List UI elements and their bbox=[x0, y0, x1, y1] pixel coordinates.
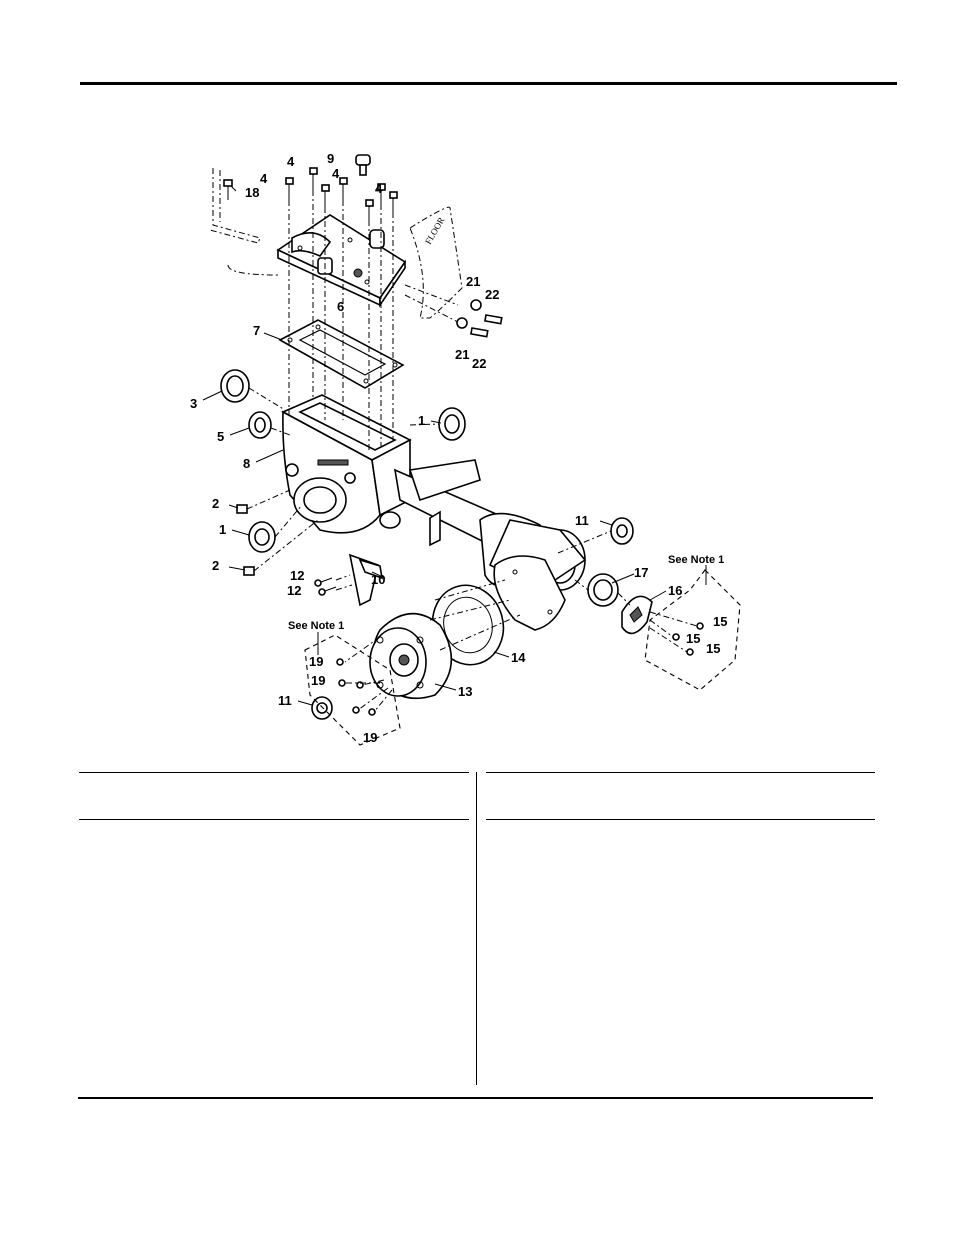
callout-2: 2 bbox=[212, 558, 219, 573]
callout-11: 11 bbox=[575, 513, 589, 528]
callout-4: 4 bbox=[287, 154, 295, 169]
callout-12: 12 bbox=[287, 583, 301, 598]
table-top-rule-left bbox=[79, 772, 469, 773]
see-note-left: See Note 1 bbox=[288, 620, 344, 632]
ring-17 bbox=[587, 573, 619, 607]
bolt-2-a bbox=[236, 504, 248, 514]
exploded-parts-diagram: FLOOR bbox=[190, 151, 741, 746]
callout-16: 16 bbox=[668, 583, 682, 598]
callout-21: 21 bbox=[455, 347, 469, 362]
bolt-21-22-b bbox=[456, 317, 489, 338]
callout-1: 1 bbox=[219, 522, 226, 537]
bolt-12-a bbox=[314, 577, 333, 587]
bolt-18 bbox=[223, 179, 233, 200]
bearing-1-upper bbox=[438, 407, 466, 441]
group-box-right bbox=[644, 569, 741, 691]
cover-13 bbox=[369, 612, 453, 700]
callout-22: 22 bbox=[472, 356, 486, 371]
bracket-10 bbox=[348, 553, 384, 607]
footer-rule bbox=[78, 1097, 873, 1099]
gasket-14 bbox=[431, 584, 505, 666]
bolt-12-b bbox=[318, 586, 337, 596]
bracket-outline bbox=[209, 168, 279, 276]
bolt-19-a bbox=[336, 658, 344, 666]
callout-4: 4 bbox=[260, 171, 268, 186]
callout-labels: 3 5 8 2 1 2 1 7 6 9 4 4 4 4 18 21 22 21 … bbox=[190, 151, 727, 745]
flange-16 bbox=[621, 595, 653, 635]
table-divider bbox=[476, 772, 477, 1085]
right-column-header bbox=[487, 780, 875, 810]
bolt-4-a bbox=[285, 177, 294, 200]
table-header-rule-left bbox=[79, 819, 469, 820]
bolt-19-e bbox=[368, 708, 376, 716]
callout-1: 1 bbox=[418, 413, 425, 428]
bolt-4-e bbox=[321, 184, 330, 207]
callout-11: 11 bbox=[278, 693, 292, 708]
bolt-15-c bbox=[686, 648, 694, 656]
bolt-19-b bbox=[338, 679, 346, 687]
callout-15: 15 bbox=[706, 641, 720, 656]
callout-19: 19 bbox=[311, 673, 325, 688]
callout-4: 4 bbox=[375, 181, 383, 196]
see-note-right: See Note 1 bbox=[668, 554, 724, 566]
assembly-lines bbox=[246, 190, 698, 713]
bolt-19-d bbox=[352, 706, 360, 714]
callout-22: 22 bbox=[485, 287, 499, 302]
callout-9: 9 bbox=[327, 151, 334, 166]
callout-19: 19 bbox=[309, 654, 323, 669]
bolt-4-g bbox=[377, 183, 386, 204]
table-header-rule-right bbox=[486, 819, 875, 820]
leader-lines bbox=[202, 185, 707, 706]
callout-13: 13 bbox=[458, 684, 472, 699]
bolts bbox=[223, 154, 704, 716]
callout-4: 4 bbox=[332, 166, 340, 181]
seal-5 bbox=[248, 411, 272, 439]
callout-7: 7 bbox=[253, 323, 260, 338]
left-column-header bbox=[80, 780, 468, 810]
bolt-9 bbox=[355, 154, 371, 176]
top-cover-plate bbox=[276, 214, 407, 308]
bolt-4-d bbox=[389, 191, 398, 212]
callout-5: 5 bbox=[217, 429, 224, 444]
group-box-left bbox=[304, 634, 401, 746]
bolt-15-a bbox=[696, 622, 704, 630]
callout-2: 2 bbox=[212, 496, 219, 511]
table-top-rule-right bbox=[486, 772, 875, 773]
callout-21: 21 bbox=[466, 274, 480, 289]
bearing-1-lower bbox=[248, 521, 276, 553]
callout-8: 8 bbox=[243, 456, 250, 471]
header-rule bbox=[80, 82, 897, 85]
callout-3: 3 bbox=[190, 396, 197, 411]
callout-19: 19 bbox=[363, 730, 377, 745]
side-housing bbox=[493, 555, 566, 631]
callout-6: 6 bbox=[337, 299, 344, 314]
callout-15: 15 bbox=[713, 614, 727, 629]
callout-12: 12 bbox=[290, 568, 304, 583]
bolt-4-c bbox=[339, 177, 348, 200]
bolt-2-b bbox=[243, 566, 255, 576]
callout-10: 10 bbox=[371, 572, 385, 587]
callout-18: 18 bbox=[245, 185, 259, 200]
callout-14: 14 bbox=[511, 650, 526, 665]
bolt-15-b bbox=[672, 633, 680, 641]
bolt-4-b bbox=[309, 167, 318, 190]
seal-11-upper bbox=[610, 517, 634, 545]
callout-15: 15 bbox=[686, 631, 700, 646]
drive-tube bbox=[393, 459, 587, 591]
gearbox-housing bbox=[281, 394, 412, 534]
bolt-21-22-a bbox=[470, 299, 503, 325]
svg-text:FLOOR: FLOOR bbox=[423, 215, 446, 246]
seal-3 bbox=[220, 369, 250, 403]
callout-17: 17 bbox=[634, 565, 648, 580]
bolt-4-f bbox=[365, 199, 374, 220]
gasket bbox=[278, 319, 405, 389]
